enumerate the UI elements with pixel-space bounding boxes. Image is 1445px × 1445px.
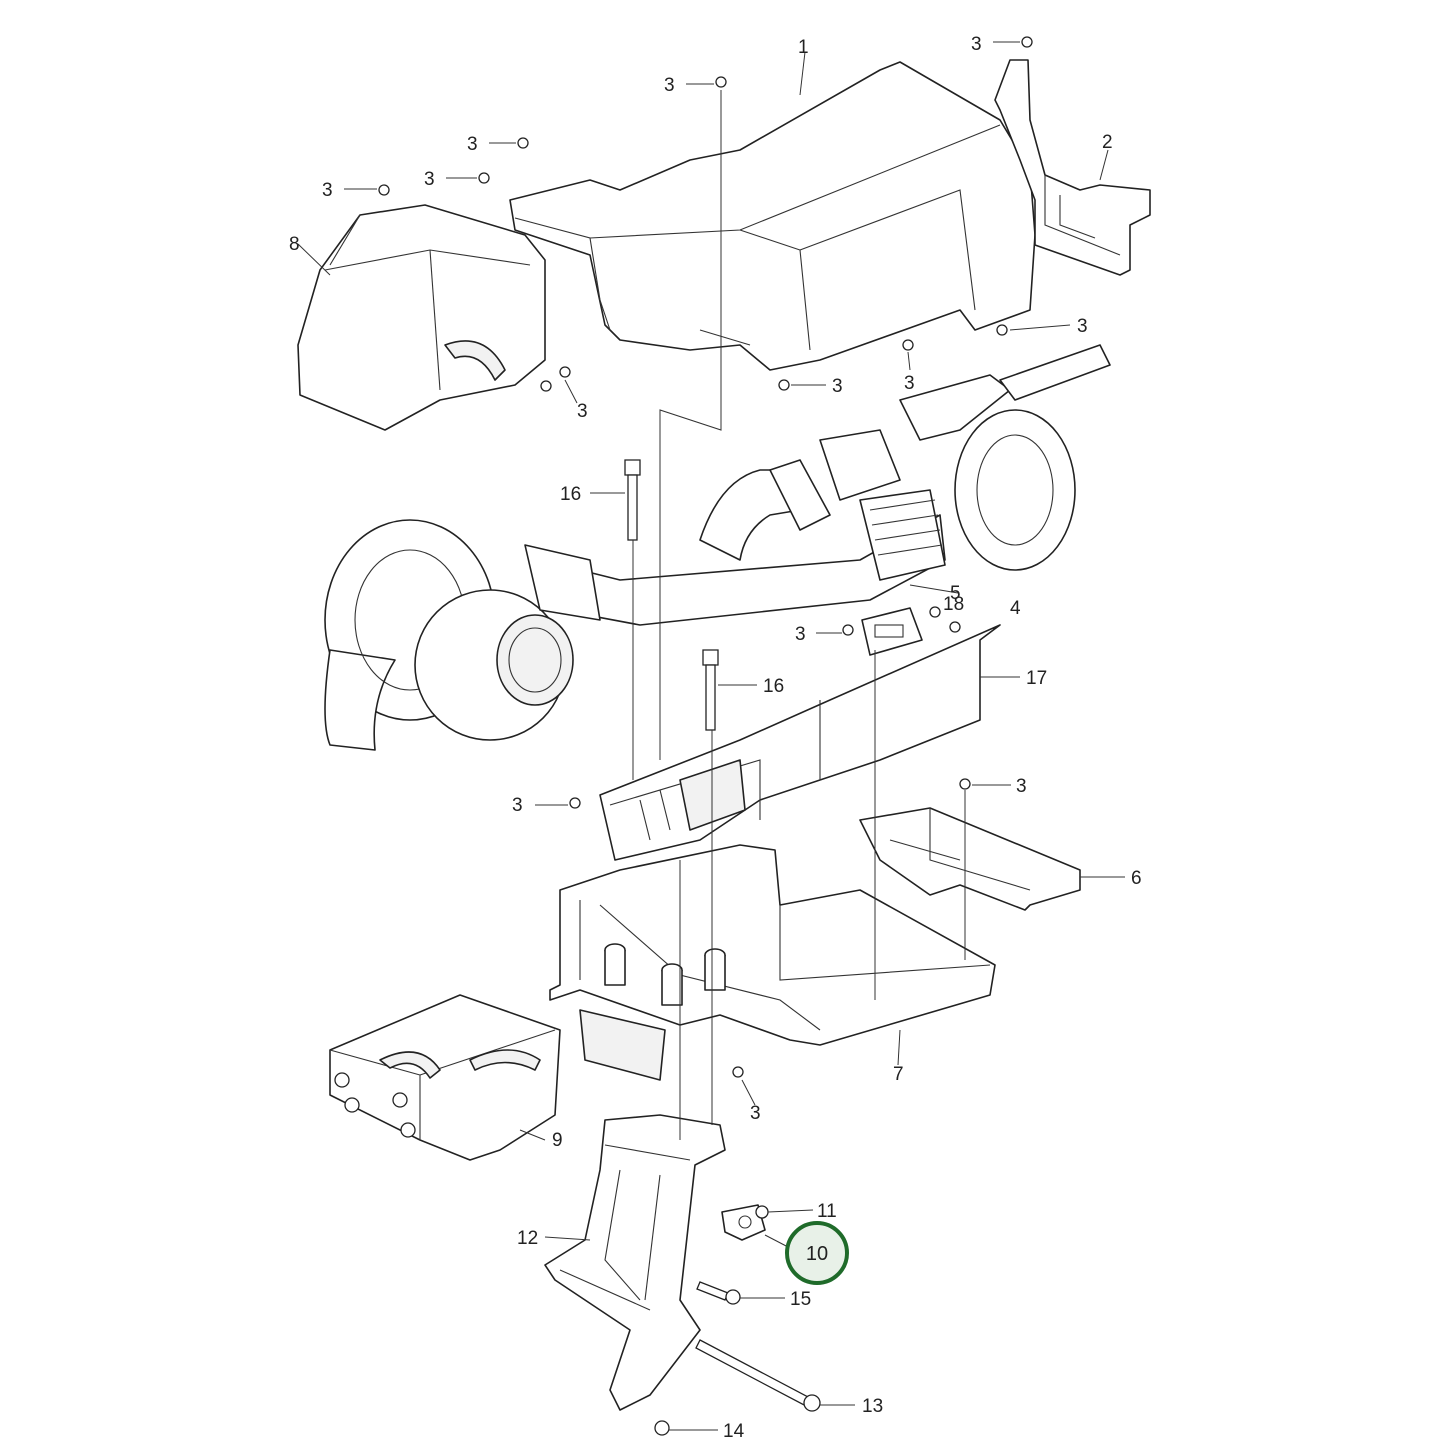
callout-8: 8	[289, 234, 300, 255]
part-8-rear-cover	[297, 204, 546, 431]
part-2-bracket	[994, 59, 1151, 276]
part-1-duct-cover	[509, 61, 1036, 371]
callout-11: 11	[817, 1201, 837, 1222]
callout-16-upper: 16	[560, 484, 581, 505]
leader-lines	[297, 41, 1125, 1431]
callout-17: 17	[1026, 668, 1047, 689]
part-9-cradle	[329, 994, 561, 1161]
callout-13: 13	[862, 1396, 883, 1417]
callout-15: 15	[790, 1289, 811, 1310]
callout-3-cover-top: 3	[424, 169, 435, 190]
callout-3-top-right: 3	[971, 34, 982, 55]
highlighted-callout-10: 10	[785, 1221, 849, 1285]
callout-7: 7	[893, 1064, 904, 1085]
callout-3-duct-right: 3	[1077, 316, 1088, 337]
callout-9: 9	[552, 1130, 563, 1151]
part-5-turbo-assembly	[324, 344, 1111, 751]
callout-3-cover-bottom: 3	[577, 401, 588, 422]
part-12-support	[544, 1114, 726, 1411]
part-10-clip	[721, 1204, 766, 1241]
callout-3-duct-bottom: 3	[904, 373, 915, 394]
callout-16-lower: 16	[763, 676, 784, 697]
callout-3-shield: 3	[512, 795, 523, 816]
callout-1: 1	[798, 37, 809, 58]
callout-labels: 1 2 3 3 3 3 3 8 3 3 3 3 16 16 5 18 4 17 …	[289, 34, 1142, 1442]
callout-3-duct-left: 3	[467, 134, 478, 155]
callout-3-plate: 3	[795, 624, 806, 645]
part-18-plate	[861, 607, 923, 656]
part-7-base-frame	[549, 844, 996, 1081]
highlight-circle	[785, 1221, 849, 1285]
callout-14: 14	[723, 1421, 745, 1442]
callout-10: 10	[806, 1243, 828, 1265]
callout-3-cover-left: 3	[322, 180, 333, 201]
callout-18: 18	[943, 594, 964, 615]
alignment-lines	[632, 90, 966, 1140]
callout-2: 2	[1102, 132, 1113, 153]
callout-5: 5	[950, 583, 961, 604]
callout-3-bracket: 3	[1016, 776, 1027, 797]
bolts	[378, 36, 1033, 1436]
callout-3-frame: 3	[750, 1103, 761, 1124]
part-6-side-bracket	[859, 807, 1081, 911]
callout-3-duct-center: 3	[832, 376, 843, 397]
callout-3-duct-top: 3	[664, 75, 675, 96]
callout-6: 6	[1131, 868, 1142, 889]
callout-4: 4	[1010, 598, 1021, 619]
callout-12: 12	[517, 1228, 538, 1249]
